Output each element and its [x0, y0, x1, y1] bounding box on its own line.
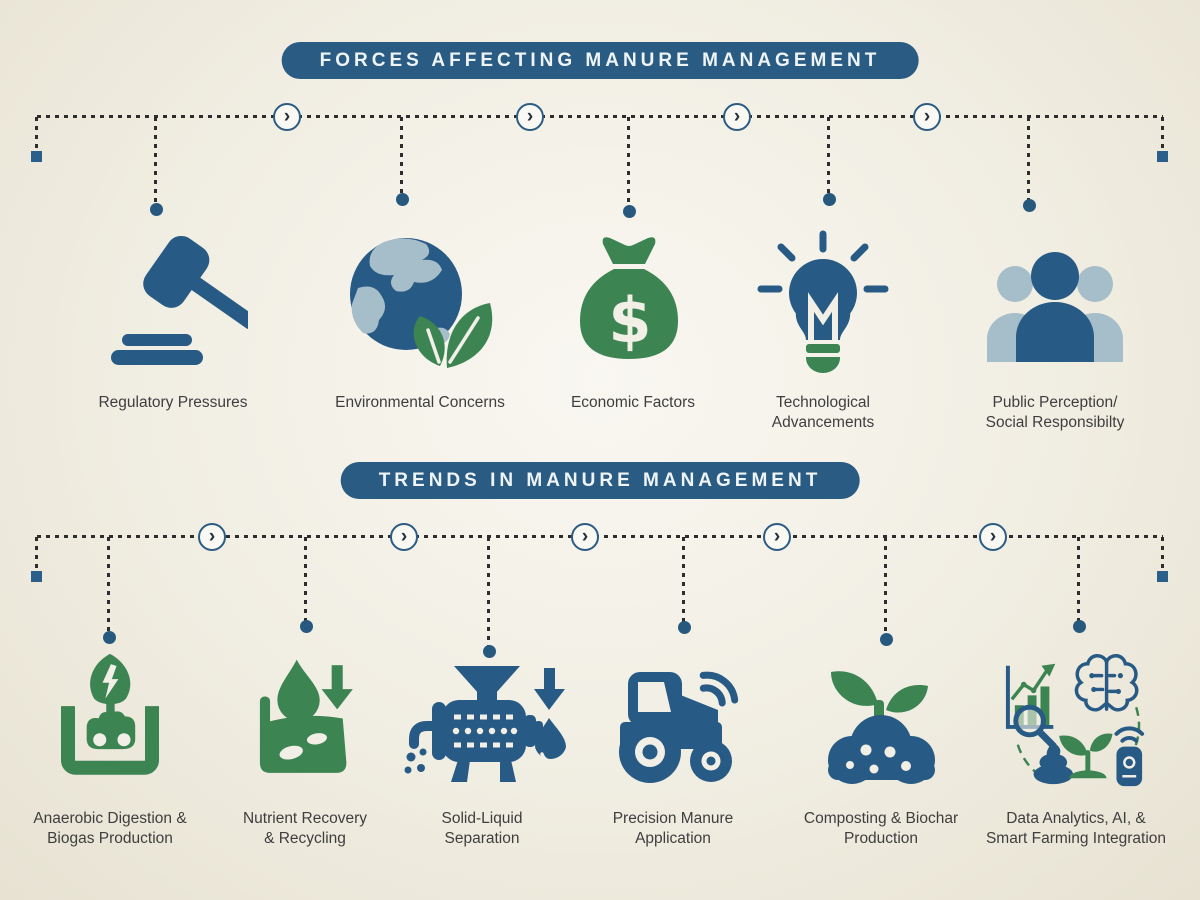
chevron-right-icon: ›: [989, 525, 997, 547]
connector-drop: [884, 537, 887, 637]
force-item-economic: $ Economic Factors: [518, 222, 748, 413]
trend-item-data-analytics: Data Analytics, AI, & Smart Farming Inte…: [961, 648, 1191, 850]
connector-end-dot: [483, 645, 496, 658]
force-item-technological: Technological Advancements: [708, 222, 938, 434]
connector-drop: [154, 117, 157, 207]
chevron-circle: ›: [723, 103, 751, 131]
money-bag-icon: $: [563, 222, 703, 380]
connector-line: [37, 535, 1163, 538]
connector-drop: [304, 537, 307, 624]
item-label: Solid-Liquid Separation: [441, 810, 523, 848]
connector-end-dot: [396, 193, 409, 206]
lightbulb-icon: [750, 222, 896, 380]
item-label: Environmental Concerns: [335, 394, 505, 411]
item-label: Economic Factors: [570, 394, 696, 411]
item-label: Precision Manure Application: [612, 810, 734, 848]
item-label: Composting & Biochar Production: [803, 810, 959, 848]
chevron-circle: ›: [516, 103, 544, 131]
connector-drop: [35, 117, 38, 151]
connector-drop: [627, 117, 630, 209]
connector-drop: [1027, 117, 1030, 203]
trend-item-nutrient-recovery: Nutrient Recovery & Recycling: [190, 648, 420, 850]
separator-machine-icon: [396, 648, 568, 796]
chevron-right-icon: ›: [773, 525, 781, 547]
chevron-right-icon: ›: [283, 105, 291, 127]
chevron-right-icon: ›: [733, 105, 741, 127]
svg-text:$: $: [608, 284, 651, 357]
chevron-circle: ›: [571, 523, 599, 551]
trend-item-precision-application: Precision Manure Application: [558, 648, 788, 850]
item-label: Data Analytics, AI, & Smart Farming Inte…: [985, 810, 1167, 848]
trend-item-solid-liquid: Solid-Liquid Separation: [367, 648, 597, 850]
connector-drop: [827, 117, 830, 197]
force-item-environmental: Environmental Concerns: [305, 222, 535, 413]
item-label: Regulatory Pressures: [98, 394, 248, 411]
earth-leaves-icon: [340, 222, 500, 380]
item-label: Technological Advancements: [771, 394, 875, 432]
connector-end-dot: [678, 621, 691, 634]
section-title-forces: FORCES AFFECTING MANURE MANAGEMENT: [281, 42, 919, 79]
chevron-right-icon: ›: [400, 525, 408, 547]
connector-drop: [107, 537, 110, 635]
compost-pile-icon: [806, 648, 956, 796]
connector-drop: [400, 117, 403, 197]
connector-end-dot: [150, 203, 163, 216]
connector-end-square: [31, 151, 42, 162]
chevron-circle: ›: [390, 523, 418, 551]
item-label: Anaerobic Digestion & Biogas Production: [33, 810, 187, 848]
smart-farming-ai-icon: [995, 648, 1157, 796]
connector-drop: [1161, 117, 1164, 151]
connector-end-dot: [1073, 620, 1086, 633]
connector-end-square: [1157, 571, 1168, 582]
connector-end-dot: [103, 631, 116, 644]
connector-end-square: [1157, 151, 1168, 162]
chevron-circle: ›: [979, 523, 1007, 551]
connector-drop: [1077, 537, 1080, 624]
people-group-icon: [974, 222, 1136, 380]
nutrient-recovery-icon: [236, 648, 374, 796]
force-item-public-perception: Public Perception/ Social Responsibilty: [940, 222, 1170, 434]
connector-line: [37, 115, 1163, 118]
chevron-circle: ›: [763, 523, 791, 551]
connector-drop: [487, 537, 490, 649]
connector-end-square: [31, 571, 42, 582]
connector-end-dot: [880, 633, 893, 646]
chevron-circle: ›: [198, 523, 226, 551]
connector-drop: [35, 537, 38, 571]
connector-end-dot: [1023, 199, 1036, 212]
connector-end-dot: [623, 205, 636, 218]
trend-item-composting: Composting & Biochar Production: [766, 648, 996, 850]
chevron-right-icon: ›: [923, 105, 931, 127]
trend-item-anaerobic-digestion: Anaerobic Digestion & Biogas Production: [0, 648, 225, 850]
section-title-trends: TRENDS IN MANURE MANAGEMENT: [340, 462, 860, 499]
connector-end-dot: [300, 620, 313, 633]
item-label: Nutrient Recovery & Recycling: [242, 810, 368, 848]
biogas-digester-icon: [40, 648, 180, 796]
chevron-right-icon: ›: [208, 525, 216, 547]
chevron-circle: ›: [913, 103, 941, 131]
force-item-regulatory: Regulatory Pressures: [58, 222, 288, 413]
connector-end-dot: [823, 193, 836, 206]
connector-drop: [1161, 537, 1164, 571]
smart-tractor-icon: [598, 648, 748, 796]
connector-drop: [682, 537, 685, 625]
gavel-icon: [98, 222, 248, 380]
chevron-right-icon: ›: [581, 525, 589, 547]
item-label: Public Perception/ Social Responsibilty: [985, 394, 1125, 432]
chevron-circle: ›: [273, 103, 301, 131]
chevron-right-icon: ›: [526, 105, 534, 127]
